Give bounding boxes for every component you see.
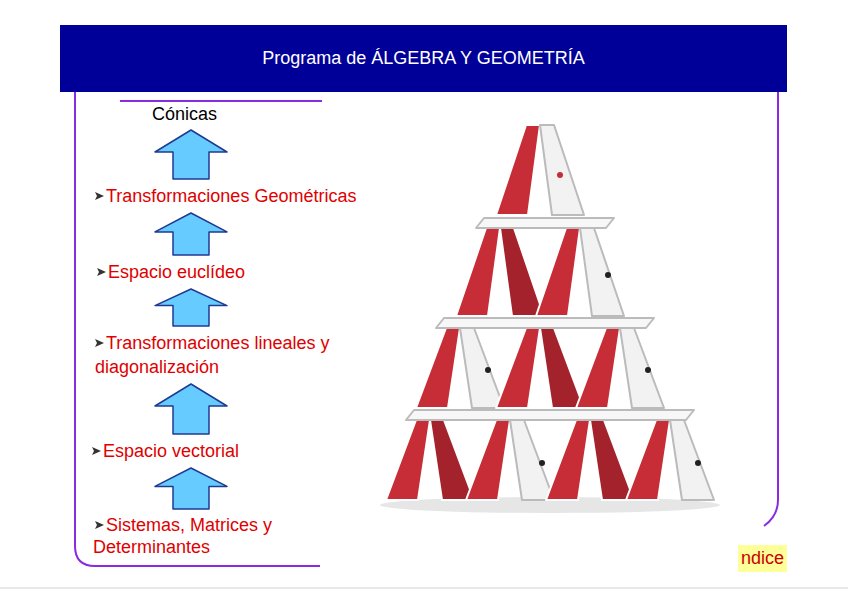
- node-text: Espacio euclídeo: [97, 260, 245, 284]
- node-text: Cónicas: [152, 104, 217, 125]
- topic-label: Espacio euclídeo: [97, 260, 245, 284]
- card-pips: [485, 172, 701, 466]
- topic-label: Sistemas, Matrices y Determinantes: [93, 514, 293, 558]
- topic-label: Cónicas: [152, 104, 217, 125]
- node-text: Espacio vectorial: [92, 439, 239, 463]
- topic-label: Transformaciones Geométricas: [95, 184, 356, 208]
- house-of-cards: [380, 125, 720, 513]
- node-text: Sistemas, Matrices y Determinantes: [93, 514, 293, 558]
- title-bar: [60, 25, 787, 92]
- index-button: ndice: [738, 545, 787, 572]
- topic-label: Transformaciones lineales y diagonalizac…: [95, 331, 365, 379]
- page-title: Programa de ÁLGEBRA Y GEOMETRÍA: [60, 25, 787, 92]
- frame-left: [75, 92, 320, 566]
- footer-rule: [0, 588, 848, 589]
- block-arrow: [155, 213, 227, 255]
- block-arrow: [155, 289, 227, 326]
- topic-label: Espacio vectorial: [92, 439, 239, 463]
- frame-right: [764, 92, 778, 526]
- node-text: Transformaciones Geométricas: [95, 184, 356, 208]
- block-arrow: [155, 468, 227, 509]
- block-arrow: [155, 130, 227, 179]
- node-text: ndice: [741, 547, 784, 570]
- top-rule: [120, 100, 322, 102]
- node-text: Transformaciones lineales y diagonalizac…: [95, 331, 365, 379]
- block-arrow: [155, 384, 227, 434]
